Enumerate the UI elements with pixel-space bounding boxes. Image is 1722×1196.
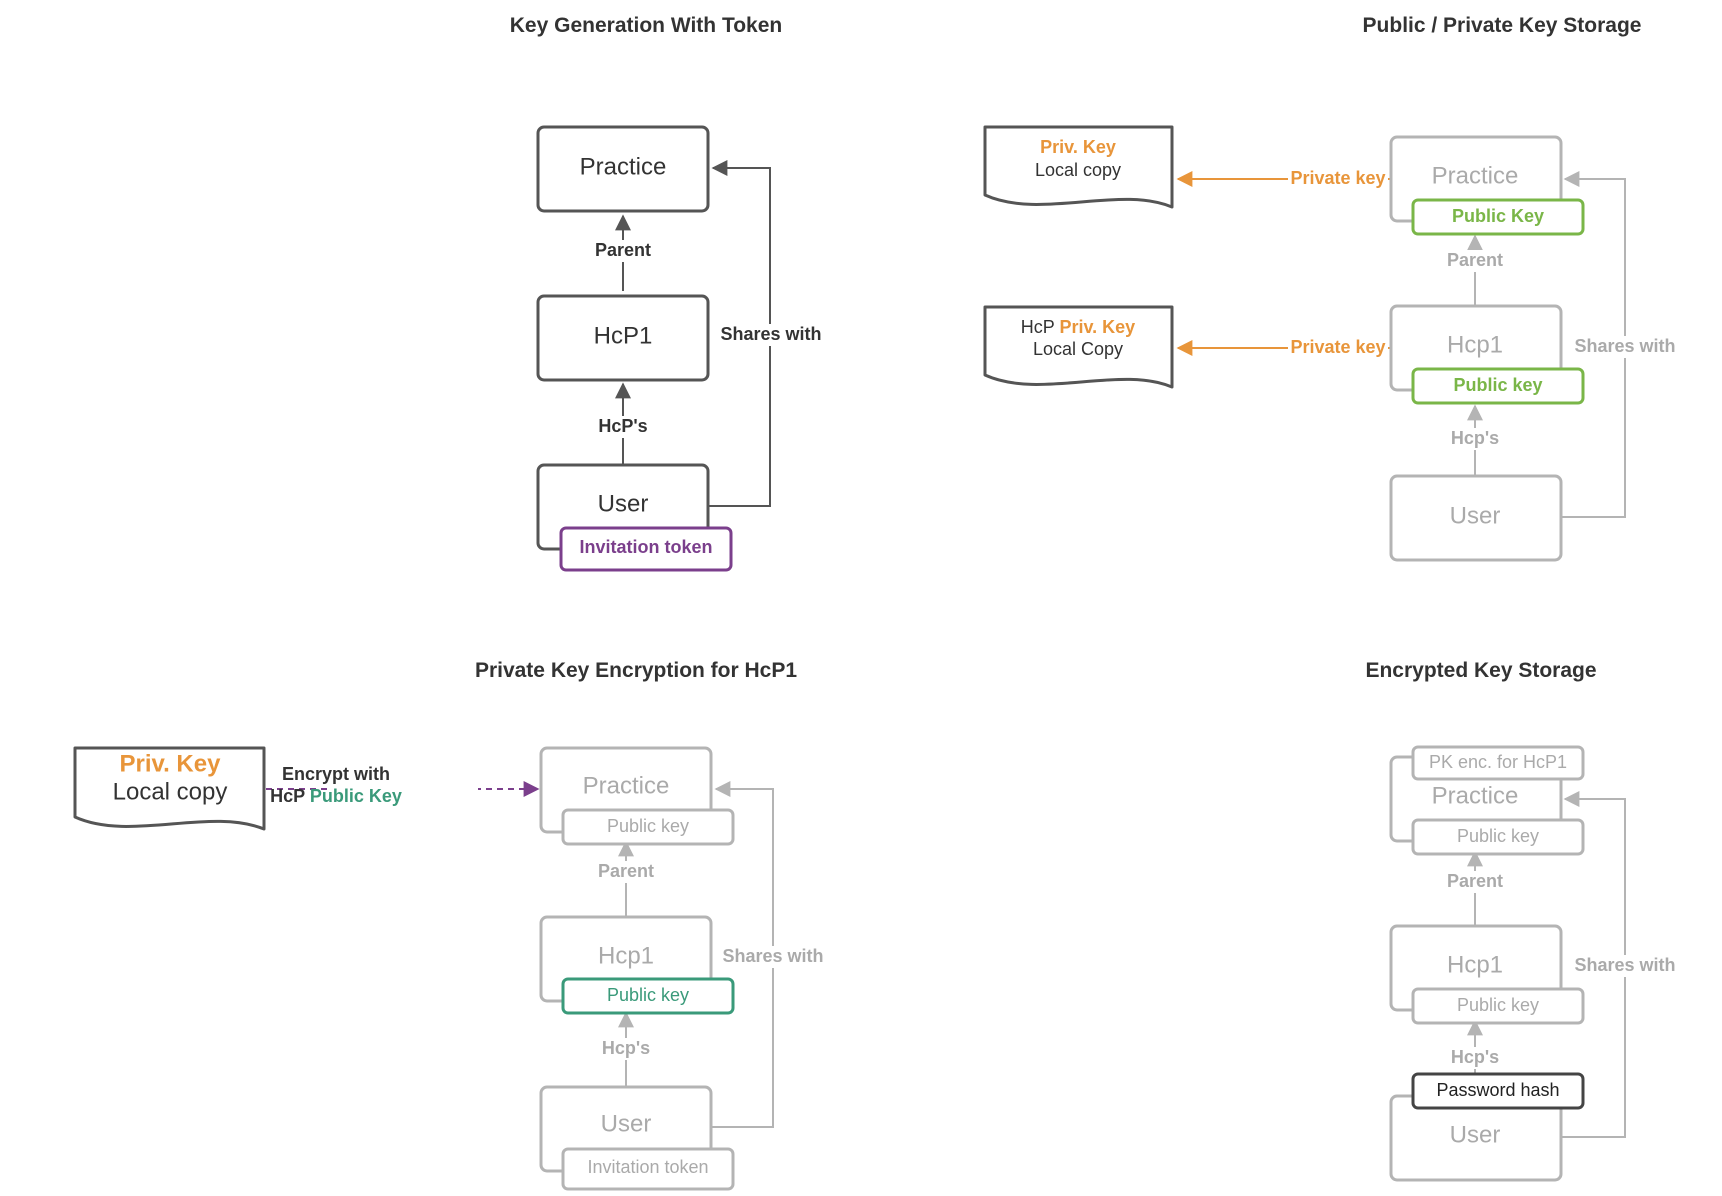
hcp1-box <box>536 294 710 382</box>
encrypt-public-key-word: Public Key <box>310 786 402 806</box>
hcps-label: Hcp's <box>1451 1047 1499 1067</box>
priv-key-document <box>73 746 266 831</box>
shares-label: Shares with <box>720 324 821 344</box>
invitation-token-box <box>561 1147 735 1191</box>
parent-label: Parent <box>1447 871 1503 891</box>
hcp1-label: HcP1 <box>594 322 653 349</box>
doc-priv-key-label: Priv. Key <box>120 750 222 777</box>
hcp1-public-key-box <box>1411 987 1585 1025</box>
password-hash-label: Password hash <box>1436 1080 1559 1100</box>
hcps-label: Hcp's <box>602 1038 650 1058</box>
practice-label: Practice <box>1432 162 1519 189</box>
shares-label: Shares with <box>1574 336 1675 356</box>
parent-label: Parent <box>598 861 654 881</box>
panel-private-key-encryption: Private Key Encryption for HcP1 Priv. Ke… <box>73 659 828 1191</box>
doc-hcp-local-copy-label: Local Copy <box>1033 339 1123 359</box>
invitation-token-box <box>559 526 733 572</box>
user-label: User <box>601 1110 652 1137</box>
practice-label: Practice <box>583 772 670 799</box>
hcp1-public-key-box <box>1411 367 1585 405</box>
practice-public-key-box <box>1411 198 1585 236</box>
panel-title: Encrypted Key Storage <box>1365 659 1596 682</box>
hcp1-label: Hcp1 <box>1447 951 1503 978</box>
private-key-label: Private key <box>1290 337 1385 357</box>
panel-key-generation: Key Generation With Token Parent HcP's S… <box>510 14 826 572</box>
user-box <box>1389 474 1563 562</box>
private-key-label: Private key <box>1290 168 1385 188</box>
doc-local-copy-label: Local copy <box>1035 160 1121 180</box>
panel-title: Private Key Encryption for HcP1 <box>475 659 797 682</box>
user-label: User <box>1450 502 1501 529</box>
doc-hcp-priv-key-label: HcP Priv. Key <box>1021 317 1135 337</box>
hcp1-label: Hcp1 <box>1447 331 1503 358</box>
user-label: User <box>598 490 649 517</box>
practice-label: Practice <box>1432 782 1519 809</box>
shares-label: Shares with <box>1574 955 1675 975</box>
user-label: User <box>1450 1121 1501 1148</box>
parent-label: Parent <box>595 240 651 260</box>
hcps-label: HcP's <box>598 416 647 436</box>
doc-local-copy-label: Local copy <box>113 778 228 805</box>
pk-enc-box <box>1411 745 1585 781</box>
panel-title: Key Generation With Token <box>510 14 782 37</box>
invitation-token-label: Invitation token <box>579 537 712 557</box>
hcp1-public-key-label: Public key <box>1457 995 1539 1015</box>
doc-priv-key-label: Priv. Key <box>1040 137 1116 157</box>
hcp1-label: Hcp1 <box>598 942 654 969</box>
practice-box <box>536 125 710 213</box>
hcp1-public-key-box <box>561 977 735 1015</box>
practice-public-key-box <box>1411 818 1585 856</box>
panel-encrypted-key-storage: Encrypted Key Storage Parent Hcp's Share… <box>1365 659 1680 1182</box>
panel-title: Public / Private Key Storage <box>1363 14 1642 37</box>
practice-label: Practice <box>580 153 667 180</box>
panel-key-storage: Public / Private Key Storage Priv. Key L… <box>983 14 1680 562</box>
shares-label: Shares with <box>722 946 823 966</box>
hcps-label: Hcp's <box>1451 428 1499 448</box>
doc-hcp-prefix: HcP <box>1021 317 1060 337</box>
practice-public-key-box <box>561 808 735 846</box>
practice-public-key-label: Public key <box>607 816 689 836</box>
invitation-token-label: Invitation token <box>587 1157 708 1177</box>
encrypt-hcp-prefix: HcP <box>270 786 310 806</box>
parent-label: Parent <box>1447 250 1503 270</box>
encrypt-label-line2: HcP Public Key <box>270 786 402 806</box>
doc-hcp-key-word: Priv. Key <box>1059 317 1135 337</box>
encrypt-label-line1: Encrypt with <box>282 764 390 784</box>
practice-public-key-label: Public Key <box>1452 206 1544 226</box>
password-hash-box <box>1411 1072 1585 1110</box>
hcp1-public-key-label: Public key <box>607 985 689 1005</box>
priv-key-document <box>983 125 1174 209</box>
practice-public-key-label: Public key <box>1457 826 1539 846</box>
pk-enc-label: PK enc. for HcP1 <box>1429 752 1567 772</box>
hcp-priv-key-document <box>983 305 1174 389</box>
hcp1-public-key-label: Public key <box>1453 375 1542 395</box>
